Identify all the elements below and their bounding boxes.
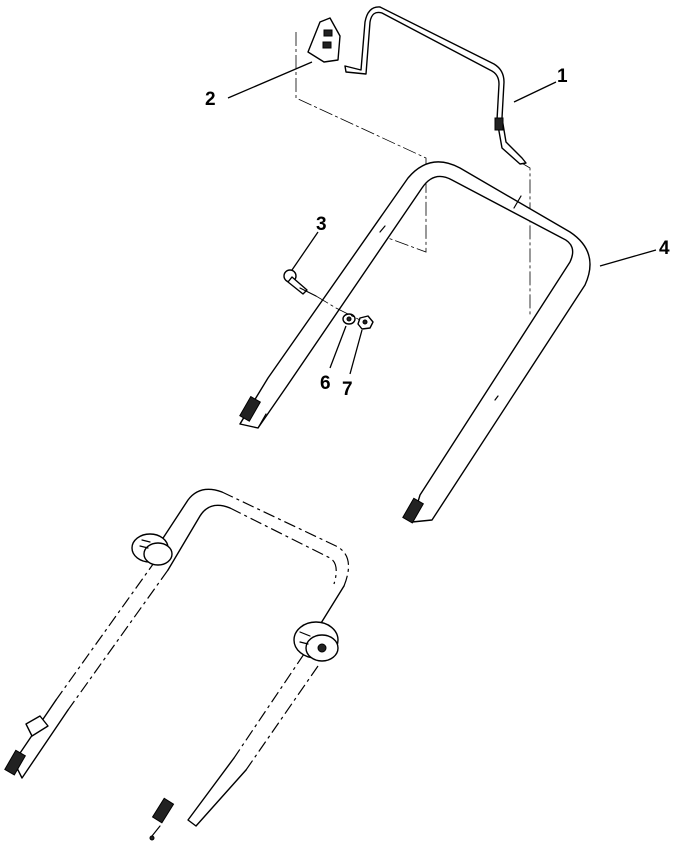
handle-knob-left <box>131 533 173 566</box>
callout-7: 7 <box>342 379 353 400</box>
part-4-upper-handle <box>239 161 591 524</box>
bail-clip <box>494 117 504 131</box>
callout-4: 4 <box>659 238 670 259</box>
callout-3: 3 <box>316 214 327 235</box>
callout-6: 6 <box>320 373 331 394</box>
part-1-control-bail <box>344 6 527 165</box>
callout-labels: 1 2 3 4 6 7 <box>205 66 670 400</box>
part-2-cable-bracket <box>307 17 341 63</box>
part-6-washer <box>342 313 356 325</box>
handle-knob-right <box>293 621 339 662</box>
callout-2: 2 <box>205 89 216 110</box>
lower-handle <box>4 488 350 841</box>
part-3-bolt <box>283 269 317 297</box>
part-7-nut <box>357 315 374 330</box>
callout-1: 1 <box>557 66 568 87</box>
leader-lines <box>227 61 657 375</box>
